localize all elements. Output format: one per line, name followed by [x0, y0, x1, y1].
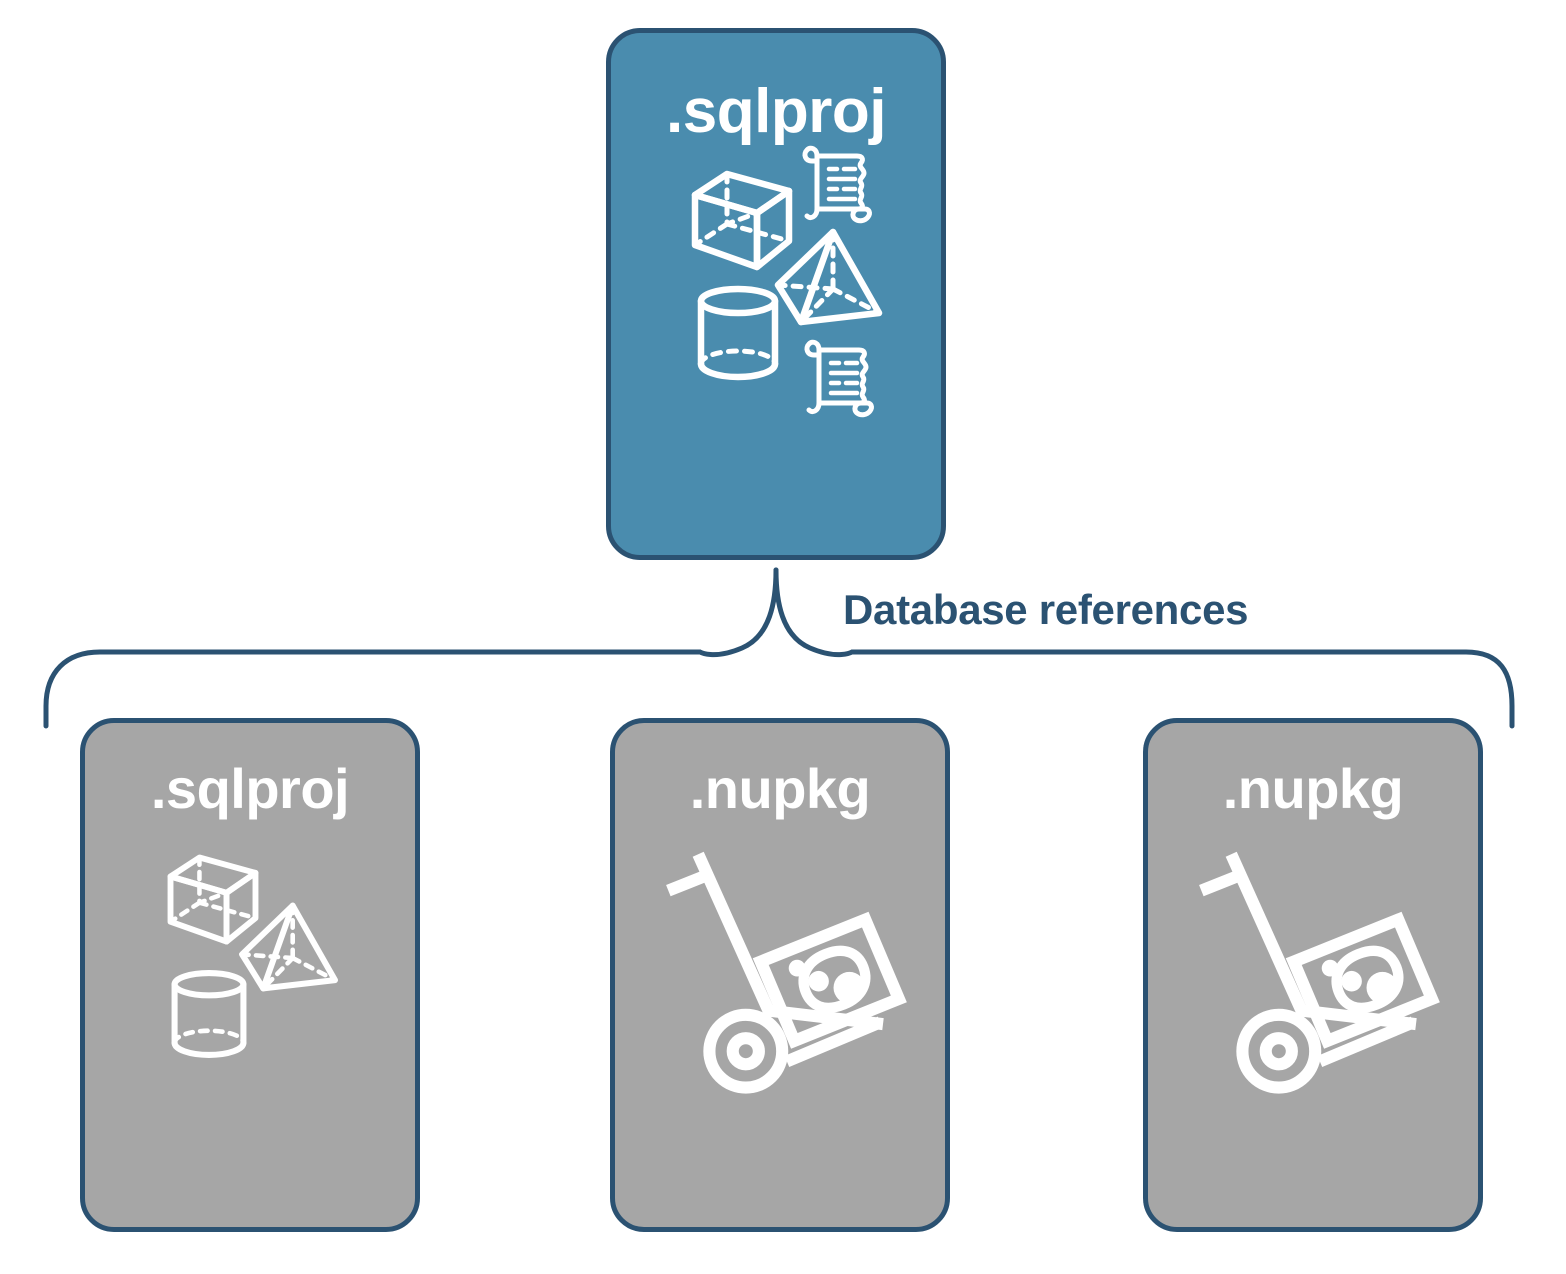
node-title-nupkg-first: .nupkg	[689, 757, 871, 820]
node-title-nupkg-second: .nupkg	[1222, 757, 1404, 820]
scroll-icon	[804, 339, 874, 418]
cube-icon	[167, 854, 259, 945]
node-nupkg-second[interactable]: .nupkg	[1143, 718, 1483, 1232]
bracket-label-database-references: Database references	[843, 586, 1249, 633]
node-title-sqlproj-reference: .sqlproj	[150, 757, 350, 820]
pyramid-icon	[239, 902, 338, 992]
scroll-icon	[802, 145, 872, 224]
icon-cluster-root	[611, 143, 941, 555]
cube-icon	[691, 170, 793, 271]
cylinder-icon	[697, 285, 779, 381]
hand-truck-package-icon	[1199, 851, 1440, 1094]
node-sqlproj-root[interactable]: .sqlproj	[606, 28, 946, 560]
pyramid-icon	[774, 228, 883, 326]
cylinder-icon	[171, 970, 247, 1058]
hand-truck-package-icon	[666, 851, 907, 1094]
icon-cluster-nupkg-first	[615, 817, 945, 1227]
icon-cluster-sqlproj-reference	[85, 817, 415, 1227]
node-title-sqlproj-root: .sqlproj	[666, 77, 886, 146]
icon-cluster-nupkg-second	[1148, 817, 1478, 1227]
node-sqlproj-reference[interactable]: .sqlproj	[80, 718, 420, 1232]
node-nupkg-first[interactable]: .nupkg	[610, 718, 950, 1232]
